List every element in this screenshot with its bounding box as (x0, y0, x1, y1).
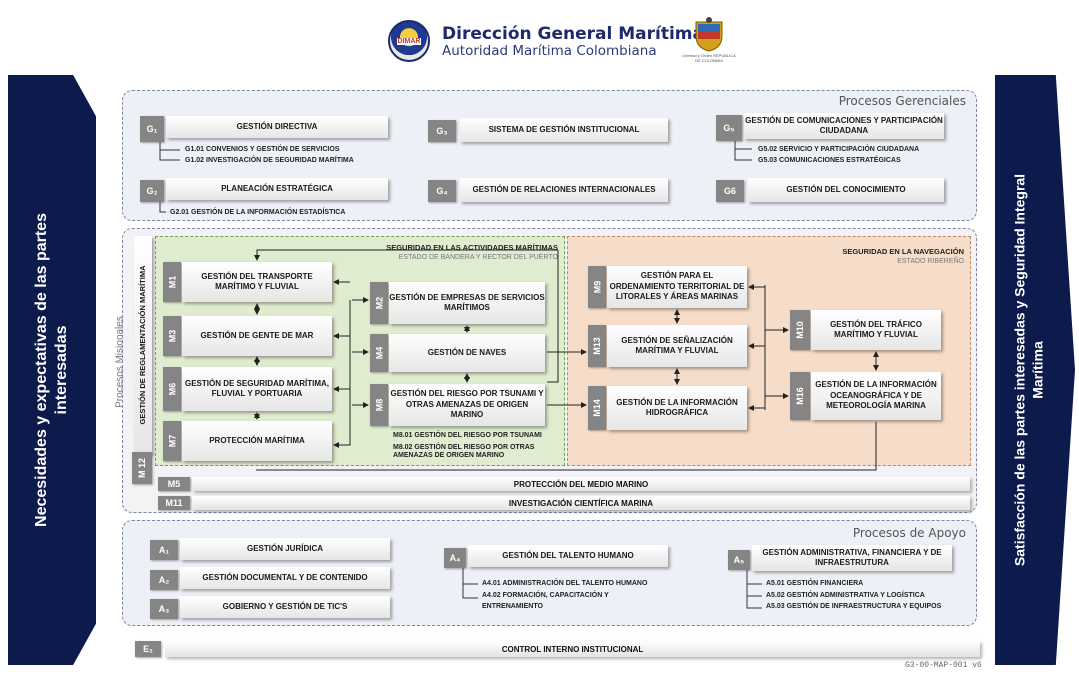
a4-sub-3: ENTRENAMIENTO (482, 603, 543, 610)
dimar-logo: DIMAR (388, 20, 430, 62)
m4-box[interactable]: GESTIÓN DE NAVES (389, 334, 545, 372)
m3-code: M3 (163, 316, 181, 356)
m5-code: M5 (158, 477, 190, 491)
a4-code: A₄ (444, 548, 466, 568)
m13-box[interactable]: GESTIÓN DE SEÑALIZACIÓN MARÍTIMA Y FLUVI… (607, 325, 747, 367)
m9-code: M9 (588, 266, 606, 308)
m8-code: M8 (370, 384, 388, 426)
right-output-arrow: Satisfacción de las partes interesadas y… (995, 75, 1075, 665)
g1-sub-2: G1.02 INVESTIGACIÓN DE SEGURIDAD MARÍTIM… (185, 157, 354, 164)
g1-box[interactable]: GESTIÓN DIRECTIVA (166, 116, 388, 138)
zone-green-title: SEGURIDAD EN LAS ACTIVIDADES MARÍTIMAS (386, 243, 558, 252)
g4-code: G₄ (428, 180, 456, 202)
m11-bar[interactable]: INVESTIGACIÓN CIENTÍFICA MARINA (192, 496, 970, 510)
m13-code: M13 (588, 325, 606, 367)
a5-sub-1: A5.01 GESTIÓN FINANCIERA (766, 580, 864, 587)
a5-code: A₅ (728, 550, 750, 570)
m6-code: M6 (163, 367, 181, 411)
g5-sub-2: G5.03 COMUNICACIONES ESTRATÉGICAS (758, 157, 901, 164)
m11-code: M11 (158, 496, 190, 510)
m1-box[interactable]: GESTIÓN DEL TRANSPORTE MARÍTIMO Y FLUVIA… (182, 262, 332, 302)
zone-orange-subtitle: ESTADO RIBEREÑO (897, 258, 964, 265)
colombia-shield-icon (692, 16, 726, 52)
g1-code: G₁ (140, 116, 164, 142)
zone-orange-title: SEGURIDAD EN LA NAVEGACIÓN (842, 247, 964, 256)
a5-sub-2: A5.02 GESTIÓN ADMINISTRATIVA Y LOGÍSTICA (766, 592, 925, 599)
m4-code: M4 (370, 334, 388, 372)
m5-bar[interactable]: PROTECCIÓN DEL MEDIO MARINO (192, 477, 970, 491)
g6-box[interactable]: GESTIÓN DEL CONOCIMIENTO (748, 178, 944, 202)
header: DIMAR Dirección General Marítima Autorid… (380, 14, 740, 70)
panel-apoyo-title: Procesos de Apoyo (852, 526, 966, 540)
a5-sub-3: A5.03 GESTIÓN DE INFRAESTRUCTURA Y EQUIP… (766, 603, 942, 610)
g4-box[interactable]: GESTIÓN DE RELACIONES INTERNACIONALES (460, 178, 668, 202)
m16-box[interactable]: GESTIÓN DE LA INFORMACIÓN OCEANOGRÁFICA … (811, 372, 941, 420)
m7-box[interactable]: PROTECCIÓN MARÍTIMA (182, 421, 332, 461)
header-title: Dirección General Marítima (442, 24, 704, 44)
left-input-arrow: Necesidades y expectativas de las partes… (8, 75, 96, 665)
m2-box[interactable]: GESTIÓN DE EMPRESAS DE SERVICIOS MARÍTIM… (389, 282, 545, 324)
a1-box[interactable]: GESTIÓN JURÍDICA (180, 538, 390, 560)
m7-code: M7 (163, 421, 181, 461)
m8-box[interactable]: GESTIÓN DEL RIESGO POR TSUNAMI Y OTRAS A… (389, 384, 545, 426)
m3-box[interactable]: GESTIÓN DE GENTE DE MAR (182, 316, 332, 356)
m8-sub-1: M8.01 GESTIÓN DEL RIESGO POR TSUNAMI (393, 432, 542, 439)
g5-sub-1: G5.02 SERVICIO Y PARTICIPACIÓN CIUDADANA (758, 146, 920, 153)
m14-code: M14 (588, 386, 606, 430)
reglamentacion-box[interactable]: GESTIÓN DE REGLAMENTACIÓN MARÍTIMA (134, 236, 152, 454)
a5-box[interactable]: GESTIÓN ADMINISTRATIVA, FINANCIERA Y DE … (752, 545, 952, 571)
m14-box[interactable]: GESTIÓN DE LA INFORMACIÓN HIDROGRÁFICA (607, 386, 747, 430)
g3-code: G₃ (428, 120, 456, 142)
m12-code: M 12 (132, 452, 152, 484)
m2-code: M2 (370, 282, 388, 324)
e1-code: E₁ (135, 641, 161, 657)
g5-code: G₅ (716, 115, 742, 141)
g2-code: G₂ (140, 180, 164, 202)
a4-box[interactable]: GESTIÓN DEL TALENTO HUMANO (468, 545, 668, 567)
a3-box[interactable]: GOBIERNO Y GESTIÓN DE TIC'S (180, 596, 390, 618)
g2-box[interactable]: PLANEACIÓN ESTRATÉGICA (166, 178, 388, 200)
g1-sub-1: G1.01 CONVENIOS Y GESTIÓN DE SERVICIOS (185, 146, 340, 153)
m8-sub-2: M8.02 GESTIÓN DEL RIESGO POR OTRAS AMENA… (393, 444, 535, 460)
a4-sub-1: A4.01 ADMINISTRACIÓN DEL TALENTO HUMANO (482, 580, 648, 587)
m1-code: M1 (163, 262, 181, 302)
zone-green-subtitle: ESTADO DE BANDERA Y RECTOR DEL PUERTO (398, 254, 558, 261)
m6-box[interactable]: GESTIÓN DE SEGURIDAD MARÍTIMA, FLUVIAL Y… (182, 367, 332, 411)
g2-sub-1: G2.01 GESTIÓN DE LA INFORMACIÓN ESTADÍST… (170, 209, 346, 216)
panel-gerenciales-title: Procesos Gerenciales (838, 94, 966, 108)
a4-sub-2: A4.02 FORMACIÓN, CAPACITACIÓN Y (482, 592, 609, 599)
shield-caption: Libertad y Orden REPÚBLICA DE COLOMBIA (682, 53, 736, 63)
m9-box[interactable]: GESTIÓN PARA EL ORDENAMIENTO TERRITORIAL… (607, 266, 747, 308)
m10-box[interactable]: GESTIÓN DEL TRÁFICO MARÍTIMO Y FLUVIAL (811, 310, 941, 350)
g6-code: G6 (716, 180, 744, 202)
header-subtitle: Autoridad Marítima Colombiana (442, 43, 657, 59)
e1-bar[interactable]: CONTROL INTERNO INSTITUCIONAL (165, 641, 980, 657)
doc-code: G3-00-MAP-001 v6 (905, 661, 982, 670)
g5-box[interactable]: GESTIÓN DE COMUNICACIONES Y PARTICIPACIÓ… (744, 113, 944, 139)
a3-code: A₃ (150, 599, 178, 619)
a2-box[interactable]: GESTIÓN DOCUMENTAL Y DE CONTENIDO (180, 567, 390, 589)
a2-code: A₂ (150, 570, 178, 590)
a1-code: A₁ (150, 540, 178, 560)
m16-code: M16 (790, 372, 810, 420)
g3-box[interactable]: SISTEMA DE GESTIÓN INSTITUCIONAL (460, 118, 668, 142)
m10-code: M10 (790, 310, 810, 350)
